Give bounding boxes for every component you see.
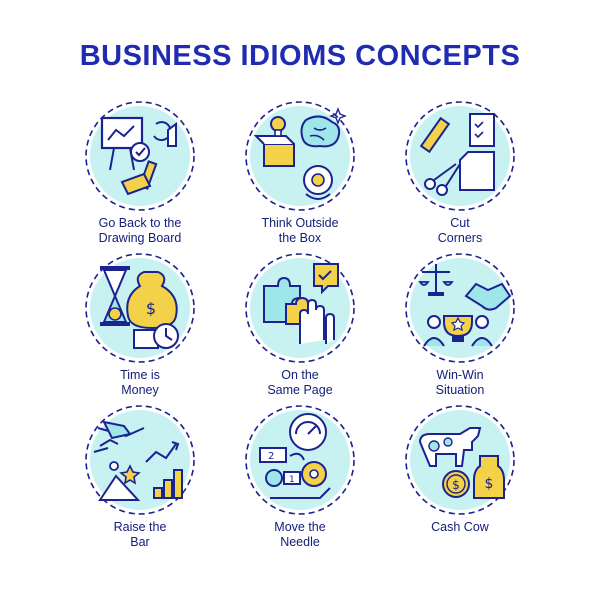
- brain-box-icon: [245, 101, 355, 211]
- svg-text:$: $: [452, 478, 460, 492]
- concept-label: Cash Cow: [431, 520, 489, 534]
- page-title: BUSINESS IDIOMS CONCEPTS: [79, 40, 521, 72]
- svg-text:2: 2: [268, 451, 274, 462]
- svg-text:1: 1: [289, 475, 295, 485]
- svg-text:$: $: [146, 299, 156, 318]
- gauge-gears-icon: 2 1: [245, 405, 355, 515]
- hourglass-money-icon: $: [85, 253, 195, 363]
- cow-coin-icon: $ $: [405, 405, 515, 515]
- svg-text:$: $: [485, 476, 494, 492]
- scissors-paper-icon: [405, 101, 515, 211]
- mountain-growth-icon: [85, 405, 195, 515]
- puzzle-high-five-icon: [245, 253, 355, 363]
- presentation-board-icon: [85, 101, 195, 211]
- handshake-trophy-icon: [405, 253, 515, 363]
- concept-card: $ $ Cash Cow: [380, 404, 540, 556]
